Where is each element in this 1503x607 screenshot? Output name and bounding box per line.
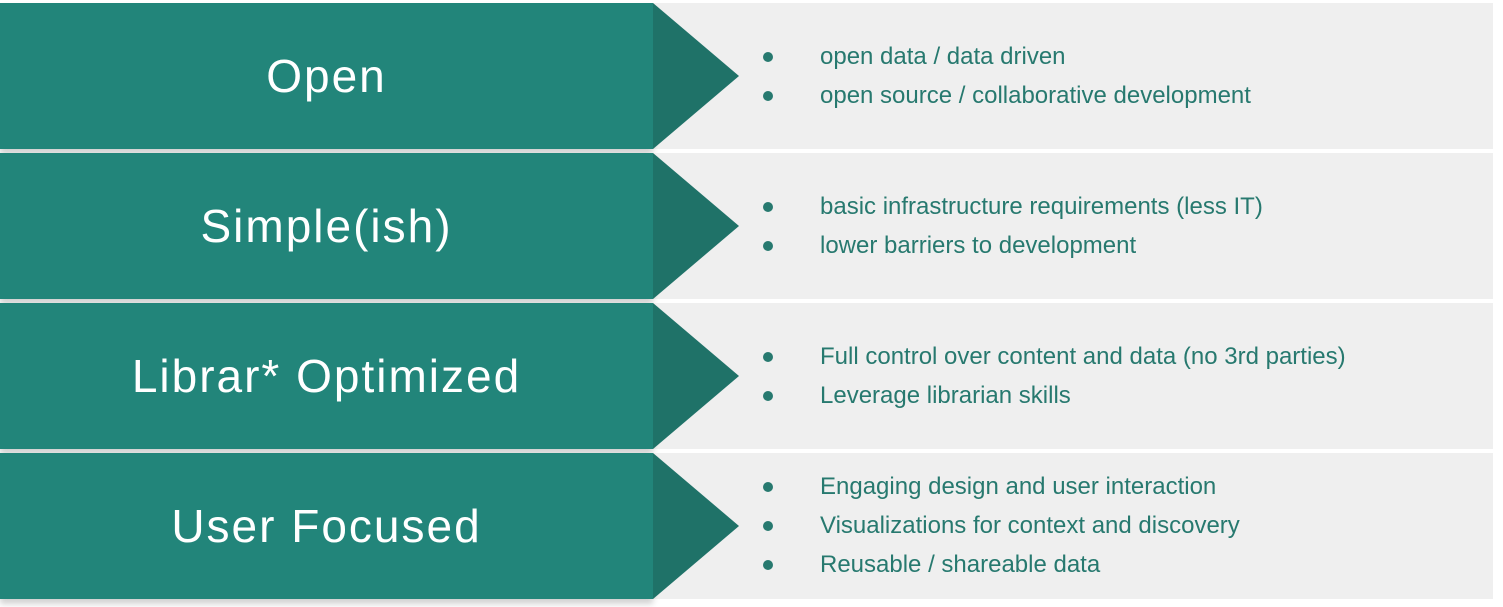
- bullet-text: open data / data driven: [820, 42, 1066, 70]
- bullet-text: Visualizations for context and discovery: [820, 512, 1240, 539]
- arrow-right-icon: [653, 453, 739, 599]
- banner-title: User Focused: [171, 500, 482, 552]
- arrow-right-icon: [653, 303, 739, 449]
- list-item: basic infrastructure requirements (less …: [763, 187, 1263, 226]
- list-item: Reusable / shareable data: [763, 546, 1240, 585]
- list-item: open data / data driven: [763, 37, 1251, 76]
- bullet-dot-icon: [763, 201, 773, 212]
- feature-row-open: Open open data / data driven open source…: [0, 3, 1503, 149]
- bullet-dot-icon: [763, 482, 773, 492]
- bullet-dot-icon: [763, 51, 773, 62]
- bullet-text: open source / collaborative development: [820, 81, 1251, 109]
- bullet-text: Reusable / shareable data: [820, 551, 1101, 578]
- bullet-list: basic infrastructure requirements (less …: [763, 153, 1263, 299]
- bullet-dot-icon: [763, 521, 773, 531]
- feature-row-librar-optimized: Librar* Optimized Full control over cont…: [0, 303, 1503, 449]
- arrow-banner-body: Librar* Optimized: [0, 303, 653, 449]
- arrow-banner: Librar* Optimized: [0, 303, 739, 449]
- bullet-dot-icon: [763, 240, 773, 251]
- feature-row-simple: Simple(ish) basic infrastructure require…: [0, 153, 1503, 299]
- arrow-banner: Simple(ish): [0, 153, 739, 299]
- banner-title: Open: [266, 50, 387, 102]
- bullet-text: Full control over content and data (no 3…: [820, 342, 1346, 370]
- feature-row-user-focused: User Focused Engaging design and user in…: [0, 453, 1503, 599]
- list-item: Visualizations for context and discovery: [763, 507, 1240, 546]
- bullet-dot-icon: [763, 351, 773, 362]
- arrow-banner-body: User Focused: [0, 453, 653, 599]
- arrow-right-icon: [653, 153, 739, 299]
- banner-title: Simple(ish): [200, 200, 453, 252]
- list-item: lower barriers to development: [763, 226, 1263, 265]
- list-item: open source / collaborative development: [763, 76, 1251, 115]
- bullet-list: Full control over content and data (no 3…: [763, 303, 1346, 449]
- bullet-text: Engaging design and user interaction: [820, 473, 1217, 500]
- arrow-banner: Open: [0, 3, 739, 149]
- bullet-text: basic infrastructure requirements (less …: [820, 192, 1263, 220]
- arrow-banner-body: Open: [0, 3, 653, 149]
- bullet-text: Leverage librarian skills: [820, 381, 1071, 409]
- list-item: Engaging design and user interaction: [763, 468, 1240, 507]
- bullet-text: lower barriers to development: [820, 231, 1137, 259]
- arrow-banner: User Focused: [0, 453, 739, 599]
- arrow-right-icon: [653, 3, 739, 149]
- list-item: Leverage librarian skills: [763, 376, 1346, 415]
- list-item: Full control over content and data (no 3…: [763, 337, 1346, 376]
- bullet-list: open data / data driven open source / co…: [763, 3, 1251, 149]
- bullet-dot-icon: [763, 390, 773, 401]
- bullet-dot-icon: [763, 560, 773, 570]
- arrow-banner-body: Simple(ish): [0, 153, 653, 299]
- bullet-list: Engaging design and user interaction Vis…: [763, 453, 1240, 599]
- banner-title: Librar* Optimized: [131, 350, 522, 402]
- bullet-dot-icon: [763, 90, 773, 101]
